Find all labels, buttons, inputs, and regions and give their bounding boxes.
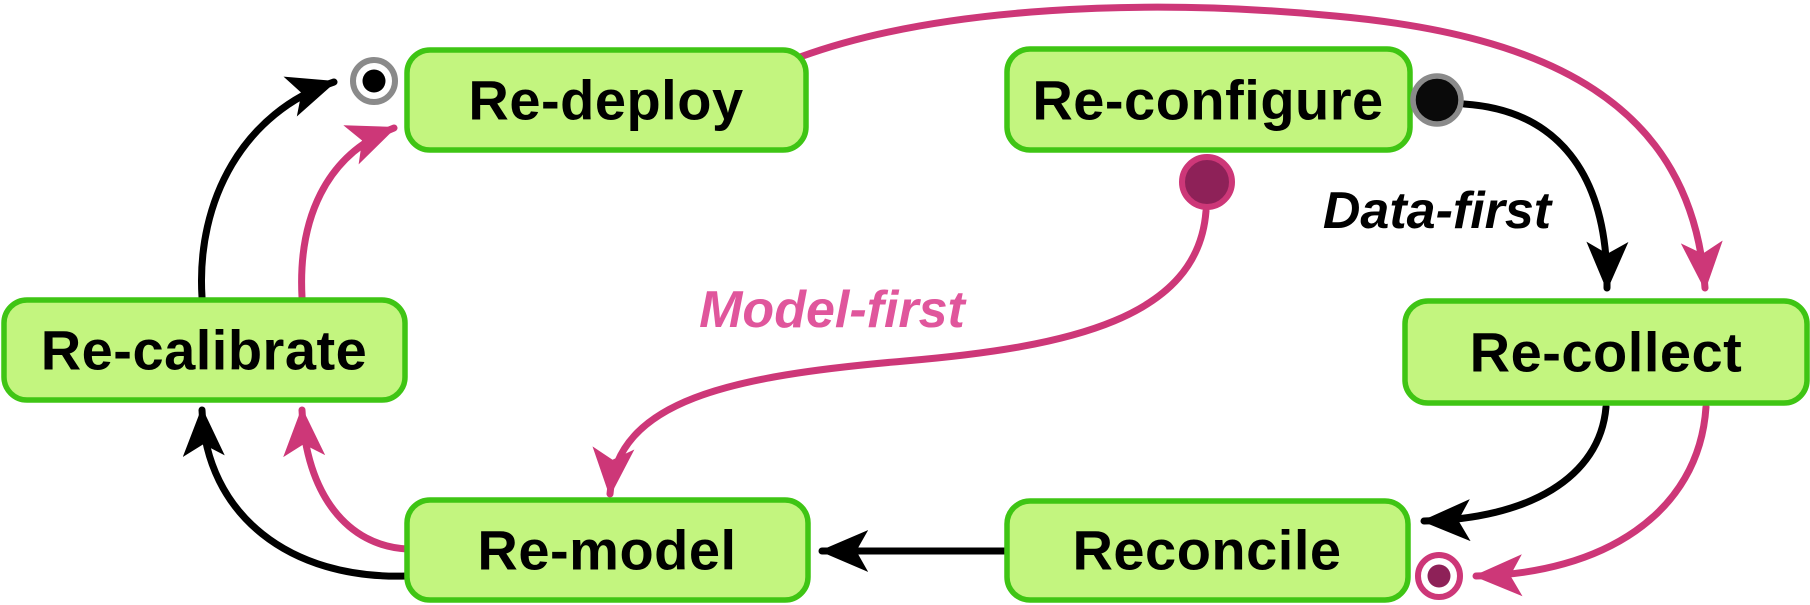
initial-state-marker-data-first (1410, 73, 1464, 127)
final-state-dot-black-icon (362, 69, 386, 93)
state-label-re-calibrate: Re-calibrate (41, 319, 368, 382)
final-state-marker-data-first (350, 57, 398, 105)
transition-recollect-to-final-pink (1472, 403, 1710, 597)
initial-state-dot-black-icon (1410, 73, 1464, 127)
state-re-configure: Re-configure (1004, 46, 1413, 153)
initial-state-dot-pink-icon (1179, 154, 1235, 210)
state-box-re-model (404, 497, 811, 603)
transition-redeploy-to-recollect-pink (796, 3, 1723, 292)
state-re-collect: Re-collect (1402, 298, 1810, 406)
final-state-dot-pink-icon (1427, 564, 1451, 588)
state-re-model: Re-model (404, 497, 811, 603)
state-label-re-model: Re-model (477, 519, 736, 582)
state-reconcile: Reconcile (1004, 498, 1411, 603)
transition-initial-to-remodel-pink (592, 207, 1210, 498)
state-box-re-calibrate (1, 297, 408, 403)
state-label-re-collect: Re-collect (1470, 321, 1743, 384)
state-label-re-deploy: Re-deploy (468, 69, 743, 132)
final-state-marker-model-first (1415, 552, 1463, 600)
transition-remodel-to-recalibrate-pink (283, 406, 411, 553)
edge-label-model-first: Model-first (699, 281, 967, 339)
state-re-deploy: Re-deploy (404, 47, 809, 153)
state-re-calibrate: Re-calibrate (1, 297, 408, 403)
state-label-reconcile: Reconcile (1072, 519, 1341, 582)
transition-recollect-to-reconcile-black (1420, 403, 1610, 542)
state-box-reconcile (1004, 498, 1411, 603)
transition-remodel-to-recalibrate-black (182, 406, 411, 580)
state-box-re-configure (1004, 46, 1413, 153)
state-box-re-deploy (404, 47, 809, 153)
state-label-re-configure: Re-configure (1032, 69, 1383, 132)
transition-recalibrate-to-redeploy-pink (298, 124, 398, 301)
transition-recalibrate-to-final-black (197, 76, 338, 301)
transition-initial-to-recollect-black (1460, 100, 1629, 292)
edge-label-data-first: Data-first (1323, 182, 1554, 240)
initial-state-marker-model-first (1179, 154, 1235, 210)
state-box-re-collect (1402, 298, 1810, 406)
